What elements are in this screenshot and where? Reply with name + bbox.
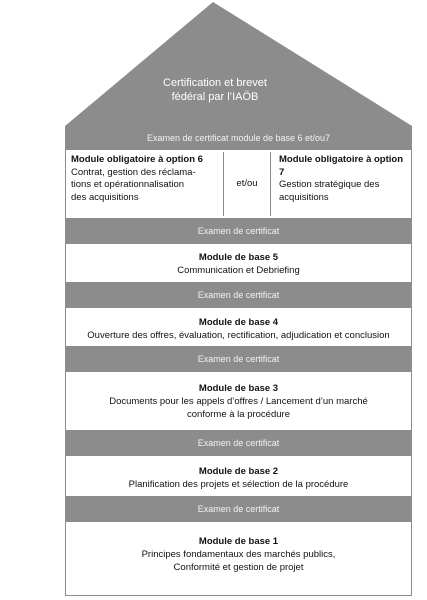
base-module-2-title: Module de base 2 — [198, 466, 279, 477]
exam-band-top: Examen de certificat module de base 6 et… — [65, 126, 412, 150]
optional-module-6: Module obligatoire à option 6 Contrat, g… — [65, 152, 224, 216]
base-module-4: Module de base 4 Ouverture des offres, é… — [65, 316, 412, 342]
roof-title-line1: Certification et brevet — [163, 77, 267, 89]
base-module-5-desc: Communication et Debriefing — [177, 265, 300, 276]
optional-module-6-line: des acquisitions — [71, 191, 139, 203]
base-module-1-desc: Conformité et gestion de projet — [173, 562, 304, 573]
optional-module-7-line: Gestion stratégique des — [279, 179, 380, 190]
base-module-4-desc: Ouverture des offres, évaluation, rectif… — [87, 330, 390, 341]
roof-title-line2: fédéral par l’IAÖB — [171, 91, 259, 103]
exam-band: Examen de certificat — [65, 218, 412, 244]
base-module-3: Module de base 3 Documents pour les appe… — [65, 382, 412, 421]
optional-module-7-title: Module obligatoire à option 7 — [279, 154, 404, 178]
exam-band: Examen de certificat — [65, 496, 412, 522]
optional-module-6-line: tions et opérationnalisation — [71, 179, 185, 190]
base-module-5: Module de base 5 Communication et Debrie… — [65, 251, 412, 277]
exam-band: Examen de certificat — [65, 282, 412, 308]
optional-module-7: Module obligatoire à option 7 Gestion st… — [271, 152, 412, 216]
base-module-1: Module de base 1 Principes fondamentaux … — [65, 535, 412, 574]
roof-shape — [65, 2, 412, 126]
base-module-3-desc: Documents pour les appels d’offres / Lan… — [109, 396, 368, 407]
base-module-3-desc: conforme à la procédure — [187, 409, 290, 420]
exam-band: Examen de certificat — [65, 346, 412, 372]
optional-module-6-title: Module obligatoire à option 6 — [71, 154, 203, 165]
base-module-3-title: Module de base 3 — [198, 383, 279, 394]
connector-and-or: et/ou — [224, 152, 271, 216]
optional-module-7-line: acquisitions — [279, 191, 329, 203]
base-module-2-desc: Planification des projets et sélection d… — [128, 479, 349, 490]
base-module-1-desc: Principes fondamentaux des marchés publi… — [141, 549, 336, 560]
exam-band: Examen de certificat — [65, 430, 412, 456]
optional-module-6-line: Contrat, gestion des réclama- — [71, 166, 196, 178]
base-module-4-title: Module de base 4 — [198, 317, 279, 328]
roof-title: Certification et brevet fédéral par l’IA… — [130, 76, 300, 104]
base-module-5-title: Module de base 5 — [198, 252, 279, 263]
base-module-1-title: Module de base 1 — [198, 536, 279, 547]
base-module-2: Module de base 2 Planification des proje… — [65, 465, 412, 491]
